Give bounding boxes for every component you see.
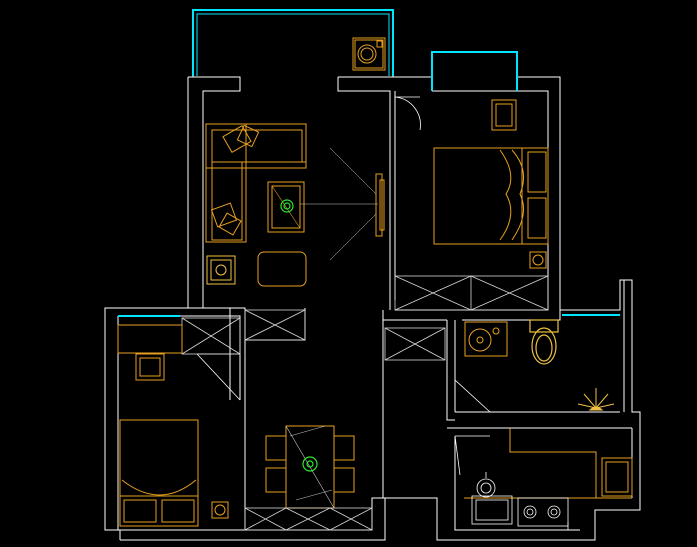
dining-plant-icon [302,456,318,472]
dining-chairs [265,435,355,493]
washing-machine [352,37,386,71]
dining-chair [265,467,287,493]
hall-cabinet [244,309,306,341]
sofa [205,123,307,243]
wash-basin [464,321,508,357]
desk [117,324,183,354]
nightstand-lamp [529,251,547,269]
windows [118,9,620,317]
balcony-glass [192,9,394,76]
bay-window-glass [431,51,518,91]
shoe-cabinet [384,327,446,361]
dining-table-glass [289,425,333,501]
balcony-glass-inner [196,13,390,76]
tv-wall-diagonals [329,147,377,261]
nightstand-small [211,501,229,519]
side-table [206,255,236,285]
dining-chair [333,467,355,493]
desk-chair-small [135,353,165,381]
toilet [529,319,559,365]
kitchen-corner [567,522,580,531]
master-bedroom-door [394,96,421,131]
bathroom-door [454,379,491,413]
ottoman [257,251,307,287]
sink [471,472,513,525]
wardrobe [394,275,549,311]
refrigerator [601,457,633,497]
kitchen-door [454,435,490,476]
dining-chair [265,435,287,461]
plant-icon [280,199,294,213]
desk-chair [491,99,517,131]
coffee-table [267,181,305,233]
double-bed [433,147,549,245]
cushion [218,212,242,236]
dining-chair [333,435,355,461]
cushion [210,202,238,228]
bottom-cabinet [244,507,373,531]
cushion [222,125,252,153]
tv-cabinet [375,173,385,237]
cushion [236,124,260,148]
shower-icon [577,388,615,411]
single-bed [119,419,199,527]
stove [517,497,569,527]
